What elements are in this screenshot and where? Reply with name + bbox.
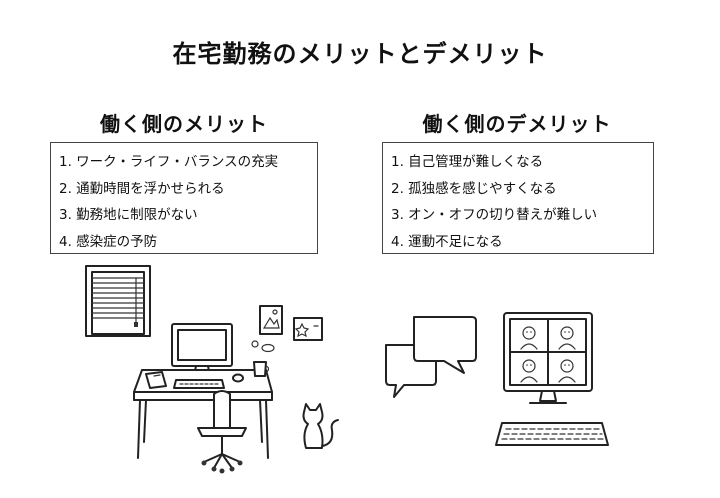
merit-item-3: 3. 勤務地に制限がない bbox=[59, 207, 198, 223]
demerits-list-box: 1. 自己管理が難しくなる 2. 孤独感を感じやすくなる 3. オン・オフの切り… bbox=[382, 142, 654, 254]
home-office-illustration bbox=[80, 262, 360, 484]
mouse-icon bbox=[232, 373, 244, 383]
keyboard-icon bbox=[495, 422, 609, 446]
chat-bubble-icon bbox=[385, 316, 477, 398]
merits-heading: 働く側のメリット bbox=[100, 112, 268, 136]
mug-icon bbox=[253, 361, 270, 377]
star-frame-icon bbox=[293, 317, 323, 341]
demerits-heading: 働く側のデメリット bbox=[422, 112, 612, 136]
merits-list-box: 1. ワーク・ライフ・バランスの充実 2. 通勤時間を浮かせられる 3. 勤務地… bbox=[50, 142, 318, 254]
demerit-item-1: 1. 自己管理が難しくなる bbox=[391, 154, 544, 170]
keyboard-icon bbox=[173, 379, 225, 389]
tablet-icon bbox=[145, 371, 167, 389]
demerit-item-2: 2. 孤独感を感じやすくなる bbox=[391, 180, 557, 197]
merits-list: 1. ワーク・ライフ・バランスの充実 2. 通勤時間を浮かせられる 3. 勤務地… bbox=[59, 149, 317, 255]
demerit-item-4: 4. 運動不足になる bbox=[391, 233, 503, 250]
merit-item-2: 2. 通勤時間を浮かせられる bbox=[59, 180, 225, 197]
participant-icon bbox=[520, 326, 538, 350]
window-blinds-icon bbox=[85, 265, 151, 337]
participant-icon bbox=[520, 359, 538, 383]
merit-item-4: 4. 感染症の予防 bbox=[59, 233, 158, 250]
cat-icon bbox=[302, 403, 339, 449]
picture-frame-icon bbox=[259, 305, 283, 335]
participant-icon bbox=[558, 326, 576, 350]
office-chair-icon bbox=[197, 390, 247, 474]
participant-icon bbox=[558, 359, 576, 383]
demerit-item-3: 3. オン・オフの切り替えが難しい bbox=[391, 207, 598, 223]
demerits-list: 1. 自己管理が難しくなる 2. 孤独感を感じやすくなる 3. オン・オフの切り… bbox=[391, 149, 653, 255]
merit-item-1: 1. ワーク・ライフ・バランスの充実 bbox=[59, 154, 279, 170]
monitor-icon bbox=[171, 323, 233, 377]
video-call-monitor-icon bbox=[503, 312, 593, 404]
page-title: 在宅勤務のメリットとデメリット bbox=[172, 40, 548, 68]
video-call-illustration bbox=[380, 305, 630, 455]
